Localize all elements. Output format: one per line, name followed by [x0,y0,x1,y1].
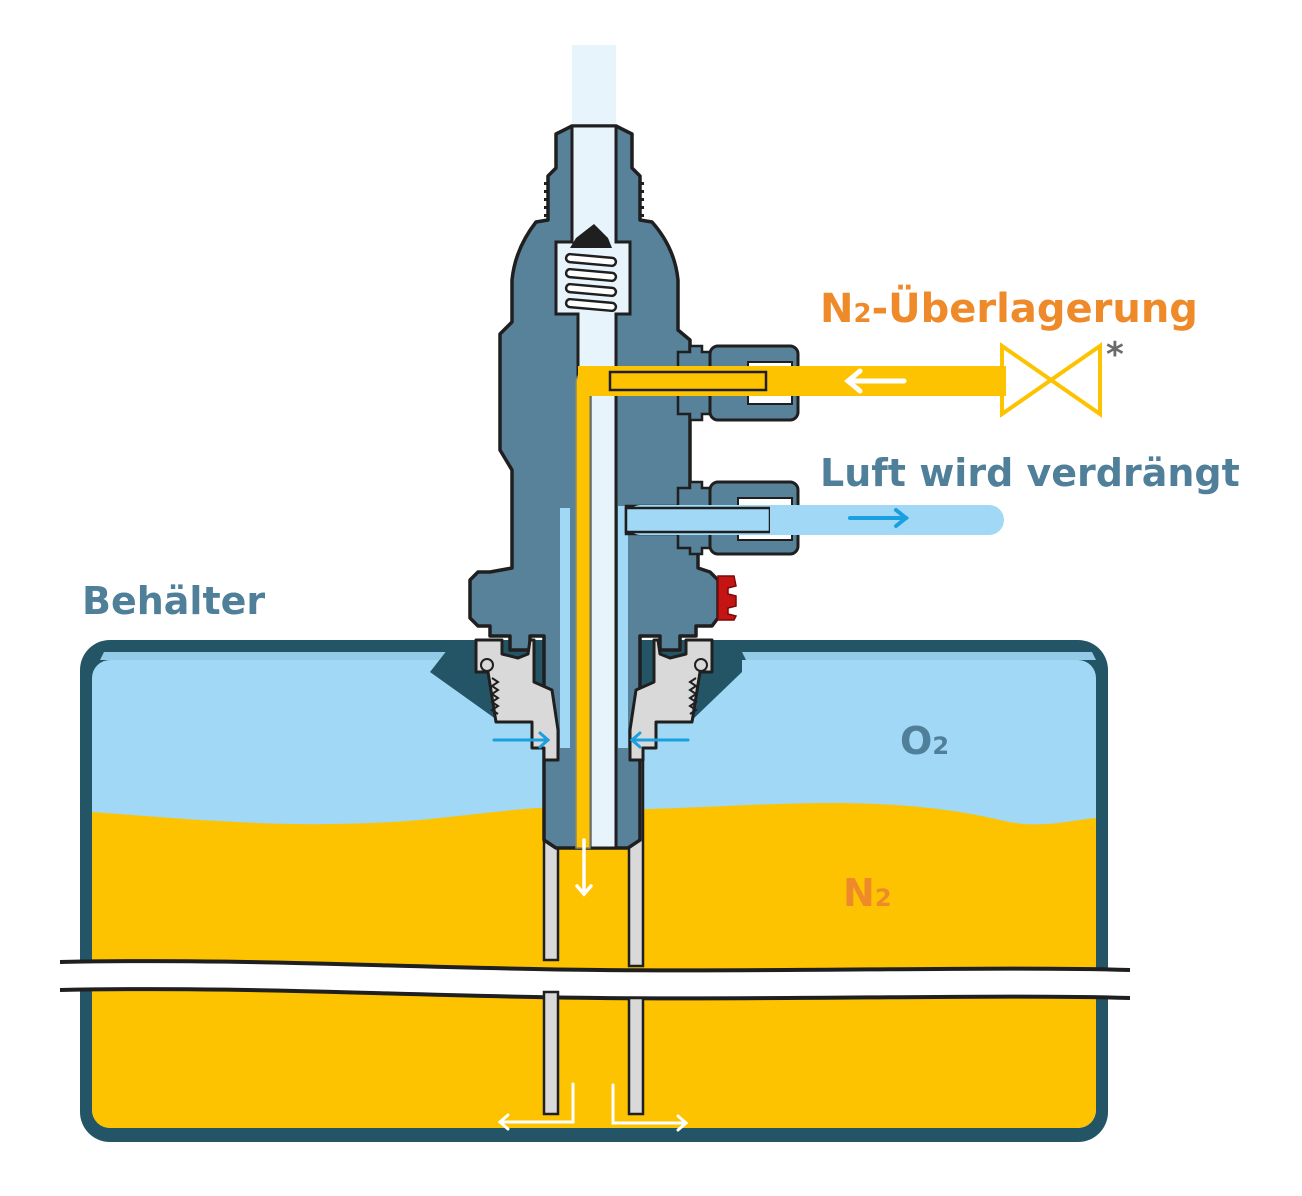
dip-tube-right-lower [627,996,645,1116]
break-line-bottom [59,987,1131,1001]
arrow-n2-out-right-icon [611,1083,689,1132]
label-air-displaced: Luft wird verdrängt [820,451,1240,495]
arrow-n2-out-left-icon [497,1082,575,1131]
break-line-top [59,959,1131,973]
o-ring-left [480,658,494,672]
air-channel-right [618,506,628,748]
nozzle-adapter [474,638,714,762]
label-container: Behälter [82,579,265,623]
flow-arrows [492,368,910,1132]
label-n2: N2 [843,871,892,915]
break-lines [59,959,1131,1001]
air-channel-left [560,508,570,748]
spigot-threads-right [639,182,644,217]
arrow-n2-down-icon [575,838,593,897]
container-top-highlight-right [742,652,1096,660]
thread-right [688,677,698,715]
label-o2-sub: 2 [932,732,949,760]
top-tube-extension [572,45,616,135]
arrow-air-intake-right-icon [629,731,690,749]
label-o2-main: O [900,719,932,763]
adapter-right [628,638,714,762]
dip-tube-left-lower [542,990,560,1116]
label-n2-main: N [843,871,875,915]
spigot-threads-left [544,182,549,217]
n2-inner-tube [608,370,768,392]
label-n2-blanketing-rest: -Überlagerung [872,284,1198,332]
o-ring-right [694,658,708,672]
label-n2-blanketing-main: N [820,286,853,332]
container-top-highlight-left [100,652,460,660]
label-o2: O2 [900,719,949,763]
arrow-air-intake-left-icon [492,731,551,749]
arrow-air-outlet-icon [848,508,910,528]
spring-icon [564,252,618,313]
n2-line-through-nut [776,366,798,396]
label-n2-blanketing-sub: 2 [853,299,871,329]
label-n2-sub: 2 [875,884,892,912]
check-valve-cone-icon [570,224,612,248]
thread-left [490,677,500,715]
label-n2-blanketing: N2-Überlagerung [820,284,1198,332]
seal-tab [717,575,738,621]
adapter-left [474,638,560,762]
air-inner-tube [624,506,772,534]
air-line-through-nut [770,505,798,535]
asterisk-note: * [1106,335,1124,375]
shutoff-valve-icon[interactable] [1000,342,1102,418]
arrow-n2-inlet-icon [844,368,907,394]
